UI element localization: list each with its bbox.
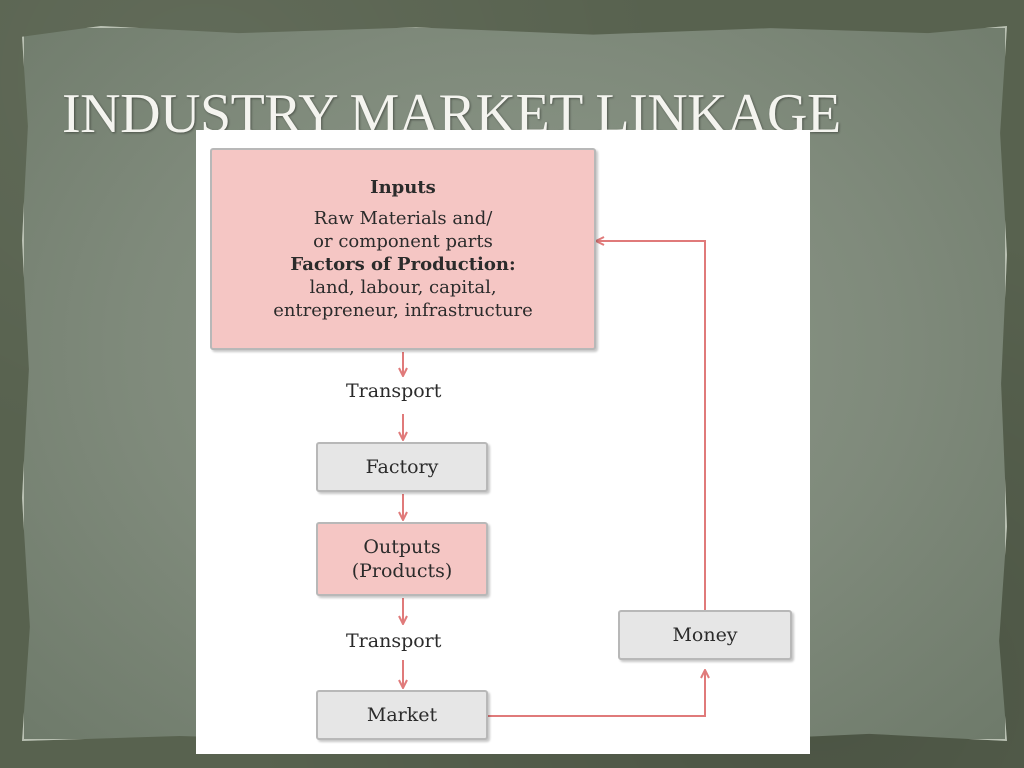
inputs-box: Inputs Raw Materials and/ or component p… (210, 148, 596, 350)
money-label: Money (672, 623, 738, 646)
inputs-line-1: Raw Materials and/ (313, 207, 493, 229)
market-box: Market (316, 690, 488, 740)
connector-arrows (196, 130, 810, 717)
transport-label-1: Transport (346, 380, 442, 402)
products-label: (Products) (351, 560, 453, 582)
inputs-heading: Inputs (370, 176, 436, 198)
factory-box: Factory (316, 442, 488, 492)
factory-label: Factory (365, 455, 439, 478)
industry-market-linkage-diagram: Inputs Raw Materials and/ or component p… (196, 130, 810, 754)
arrow-money-to-inputs (596, 241, 706, 610)
factors-of-production-heading: Factors of Production: (290, 254, 516, 275)
transport-label-2: Transport (346, 630, 442, 652)
inputs-line-3: land, labour, capital, (309, 277, 497, 299)
inputs-line-4: entrepreneur, infrastructure (273, 300, 533, 322)
outputs-label: Outputs (363, 535, 441, 558)
outputs-box: Outputs (Products) (316, 522, 488, 596)
market-label: Market (366, 703, 438, 726)
arrow-market-to-money (488, 670, 705, 717)
inputs-line-2: or component parts (313, 230, 493, 252)
money-box: Money (618, 610, 792, 660)
